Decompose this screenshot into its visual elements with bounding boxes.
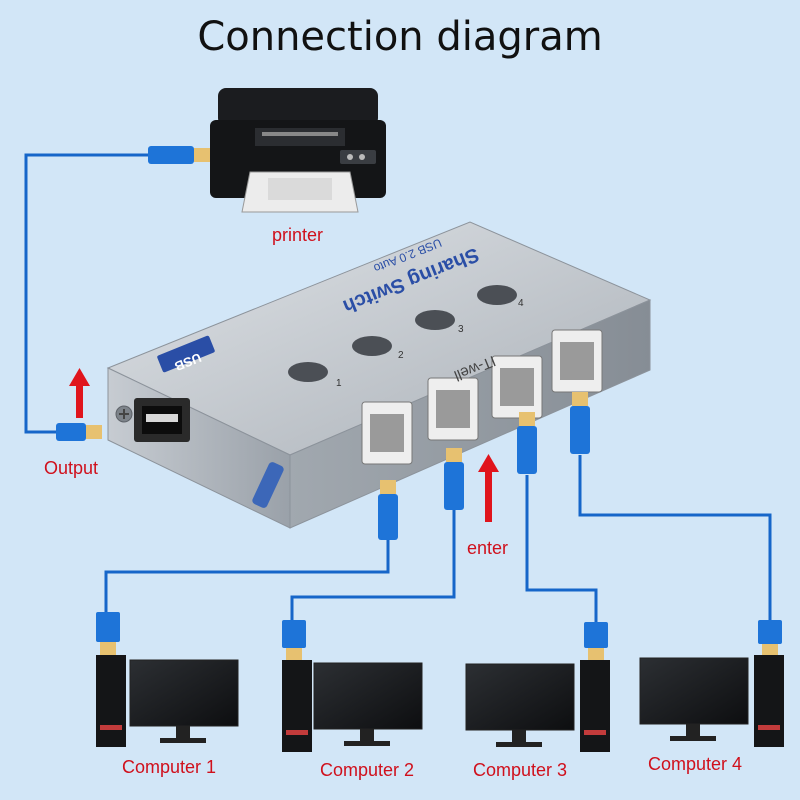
computer-1-icon — [96, 612, 239, 747]
output-label: Output — [44, 458, 99, 478]
computer-2-icon — [282, 620, 423, 752]
usb-sharing-switch: 1 2 3 4 Sharing Switch USB 2.0 Auto IT-w… — [106, 221, 652, 529]
printer-icon — [210, 88, 386, 213]
cable-computer-3 — [525, 475, 598, 622]
printer-usb-plug — [148, 146, 212, 164]
port-number-2: 2 — [398, 350, 404, 361]
computer-2-label: Computer 2 — [320, 760, 415, 780]
port-number-4: 4 — [518, 298, 524, 309]
port-number-3: 3 — [458, 324, 464, 335]
computer-3-icon — [465, 622, 610, 752]
page-title: Connection diagram — [197, 14, 603, 60]
output-port — [134, 398, 190, 442]
cable-computer-4 — [578, 455, 772, 620]
usb-badge: USB — [157, 335, 215, 374]
side-logo-sticker — [252, 462, 284, 508]
switch-usb-plugs — [378, 392, 590, 540]
output-usb-plug — [56, 423, 102, 441]
input-ports — [361, 329, 603, 465]
cable-output-printer — [24, 153, 160, 434]
computer-4-label: Computer 4 — [648, 754, 743, 774]
enter-label: enter — [467, 538, 509, 558]
output-arrow-icon — [69, 368, 90, 418]
computer-1-label: Computer 1 — [122, 757, 217, 777]
cable-computer-1 — [104, 540, 390, 612]
computer-3-label: Computer 3 — [473, 760, 568, 780]
port-number-labels: 1 2 3 4 — [336, 298, 524, 389]
screw-slot — [119, 409, 129, 419]
computer-4-icon — [639, 620, 784, 747]
enter-arrow-icon — [478, 454, 499, 522]
port-buttons — [288, 285, 517, 382]
printer-label: printer — [272, 225, 324, 245]
port-number-1: 1 — [336, 378, 342, 389]
cable-computer-2 — [290, 510, 456, 620]
